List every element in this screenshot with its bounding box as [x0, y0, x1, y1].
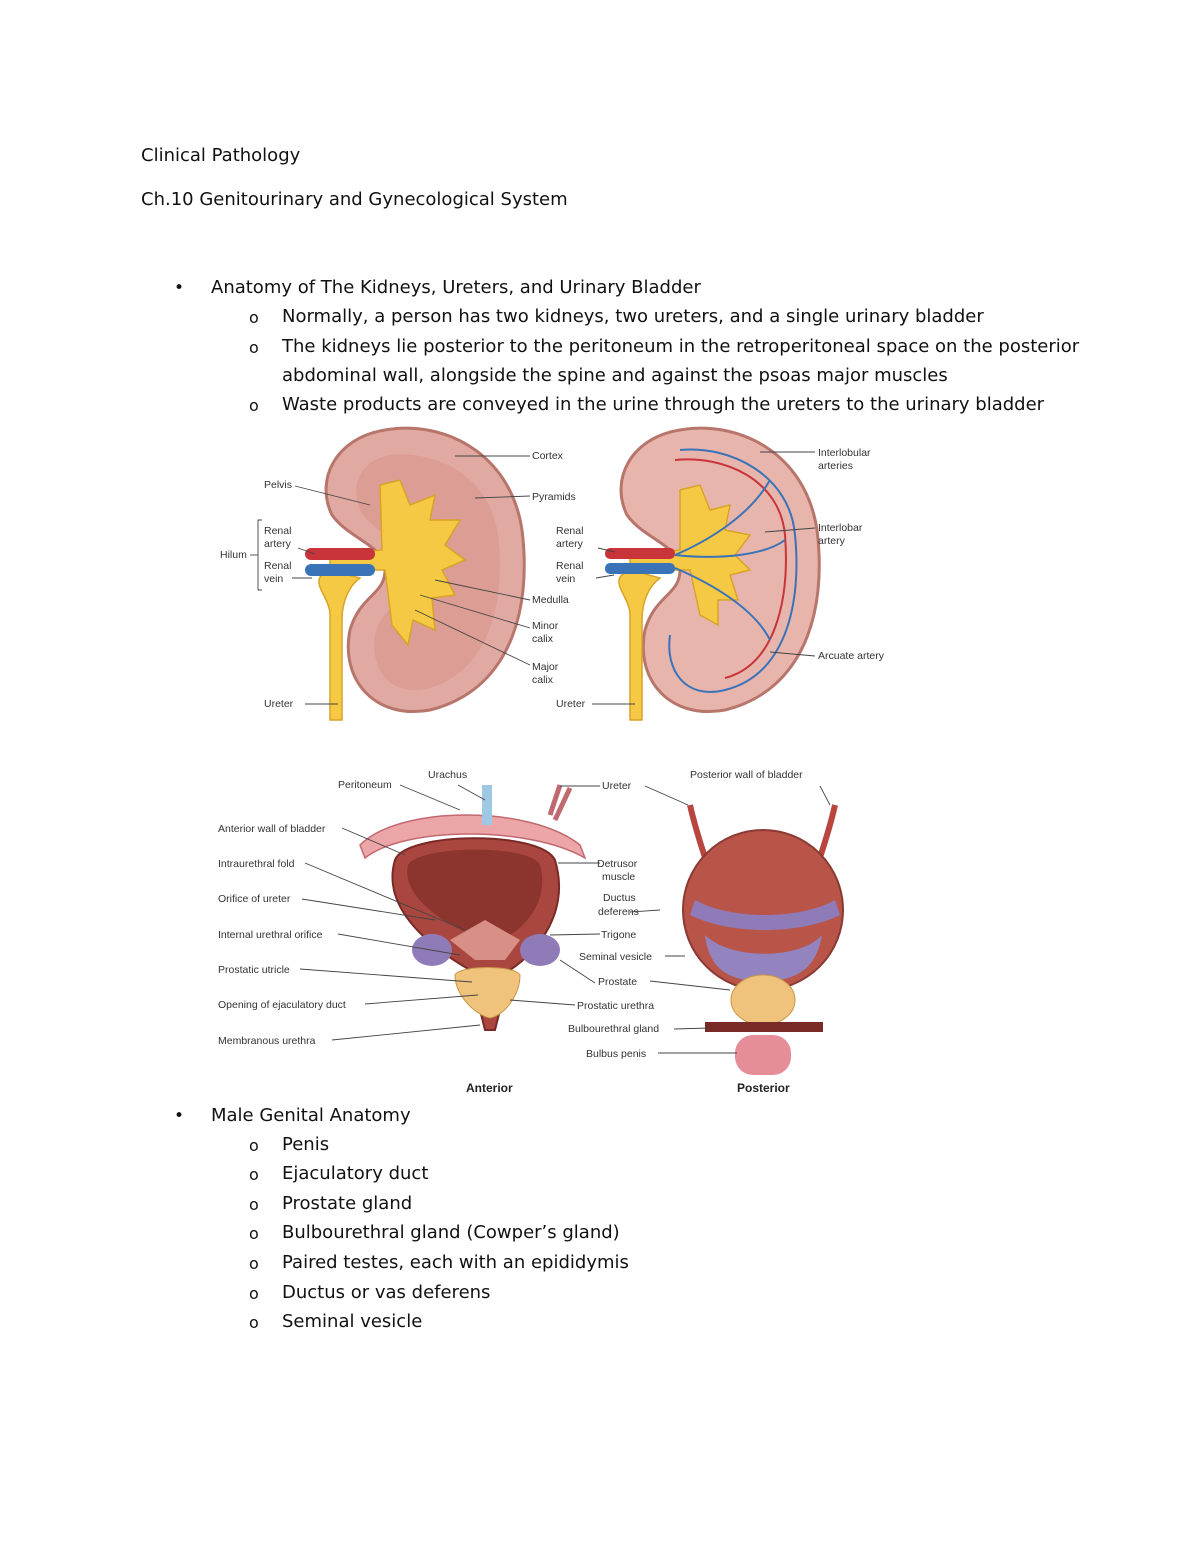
label-renal-vein-right-2: vein [556, 573, 575, 585]
label-renal-artery-right: Renal [556, 525, 583, 537]
section-heading-male-genital: Male Genital Anatomy [211, 1105, 411, 1126]
label-interlobar-artery-2: artery [818, 535, 846, 547]
right-kidney-illustration [605, 426, 821, 721]
bullet-marker: • [174, 278, 185, 298]
label-trigone: Trigone [601, 929, 636, 941]
sub-bullet-marker: o [249, 1284, 259, 1303]
kidney-anatomy-figure: Cortex Pelvis Pyramids Renal artery Hilu… [220, 426, 885, 721]
sub-bullet-marker: o [249, 308, 259, 327]
label-intraurethral-fold: Intraurethral fold [218, 858, 295, 870]
label-urachus: Urachus [428, 769, 467, 781]
label-major-calix: Major [532, 661, 559, 673]
label-detrusor-muscle-2: muscle [602, 871, 635, 883]
label-internal-orifice: Internal urethral orifice [218, 929, 323, 941]
list-item: The kidneys lie posterior to the periton… [282, 336, 1080, 357]
label-prostate: Prostate [598, 976, 637, 988]
label-renal-vein-2: vein [264, 573, 283, 585]
label-interlobular-arteries: Interlobular [818, 447, 871, 459]
label-interlobular-arteries-2: arteries [818, 460, 853, 472]
posterior-bladder-illustration [682, 804, 844, 1075]
sub-bullet-marker: o [249, 1313, 259, 1332]
list-item: Normally, a person has two kidneys, two … [282, 306, 984, 327]
label-renal-vein-right: Renal [556, 560, 583, 572]
label-pelvis: Pelvis [264, 479, 292, 491]
label-renal-vein: Renal [264, 560, 291, 572]
label-anterior-view: Anterior [466, 1081, 513, 1095]
list-item: Waste products are conveyed in the urine… [282, 394, 1045, 415]
label-detrusor-muscle: Detrusor [597, 858, 638, 870]
label-ductus-deferens-2: deferens [598, 906, 639, 918]
label-renal-artery-2: artery [264, 538, 292, 550]
label-orifice-ureter: Orifice of ureter [218, 893, 291, 905]
label-minor-calix-2: calix [532, 633, 554, 645]
label-bulbourethral-gland: Bulbourethral gland [568, 1023, 659, 1035]
sub-bullet-marker: o [249, 1195, 259, 1214]
label-peritoneum: Peritoneum [338, 779, 392, 791]
label-arcuate-artery: Arcuate artery [818, 650, 885, 662]
label-interlobar-artery: Interlobar [818, 522, 863, 534]
list-item: Ductus or vas deferens [282, 1282, 491, 1303]
label-ductus-deferens: Ductus [603, 892, 636, 904]
label-ureter-bladder: Ureter [602, 780, 632, 792]
label-seminal-vesicle: Seminal vesicle [579, 951, 652, 963]
label-medulla: Medulla [532, 594, 569, 606]
label-hilum: Hilum [220, 549, 247, 561]
section-heading-kidneys: Anatomy of The Kidneys, Ureters, and Uri… [211, 277, 701, 298]
page-title: Clinical Pathology [141, 145, 301, 166]
label-prostatic-utricle: Prostatic utricle [218, 964, 290, 976]
label-major-calix-2: calix [532, 674, 554, 686]
sub-bullet-marker: o [249, 1165, 259, 1184]
label-minor-calix: Minor [532, 620, 559, 632]
list-item: Paired testes, each with an epididymis [282, 1252, 629, 1273]
bullet-marker: • [174, 1106, 185, 1126]
list-item: Penis [282, 1134, 330, 1155]
anterior-bladder-illustration [359, 784, 587, 1031]
sub-bullet-marker: o [249, 338, 259, 357]
label-ureter-right: Ureter [556, 698, 586, 710]
label-membranous-urethra: Membranous urethra [218, 1035, 316, 1047]
chapter-heading: Ch.10 Genitourinary and Gynecological Sy… [141, 189, 568, 210]
left-kidney-illustration [305, 426, 526, 721]
list-item: Prostate gland [282, 1193, 413, 1214]
sub-bullet-marker: o [249, 1136, 259, 1155]
list-item: Bulbourethral gland (Cowper’s gland) [282, 1222, 620, 1243]
sub-bullet-marker: o [249, 1254, 259, 1273]
label-renal-artery: Renal [264, 525, 291, 537]
label-renal-artery-right-2: artery [556, 538, 584, 550]
list-item: Seminal vesicle [282, 1311, 423, 1332]
label-pyramids: Pyramids [532, 491, 576, 503]
label-ureter-left: Ureter [264, 698, 294, 710]
label-cortex: Cortex [532, 450, 564, 462]
sub-bullet-marker: o [249, 1224, 259, 1243]
label-opening-ejaculatory-duct: Opening of ejaculatory duct [218, 999, 346, 1011]
label-posterior-view: Posterior [737, 1081, 790, 1095]
bladder-anatomy-figure: Urachus Peritoneum Ureter Posterior wall… [218, 769, 844, 1095]
list-item-continuation: abdominal wall, alongside the spine and … [282, 365, 948, 386]
label-anterior-wall: Anterior wall of bladder [218, 823, 326, 835]
sub-bullet-marker: o [249, 396, 259, 415]
list-item: Ejaculatory duct [282, 1163, 429, 1184]
label-posterior-wall: Posterior wall of bladder [690, 769, 803, 781]
label-bulbus-penis: Bulbus penis [586, 1048, 646, 1060]
label-prostatic-urethra: Prostatic urethra [577, 1000, 654, 1012]
